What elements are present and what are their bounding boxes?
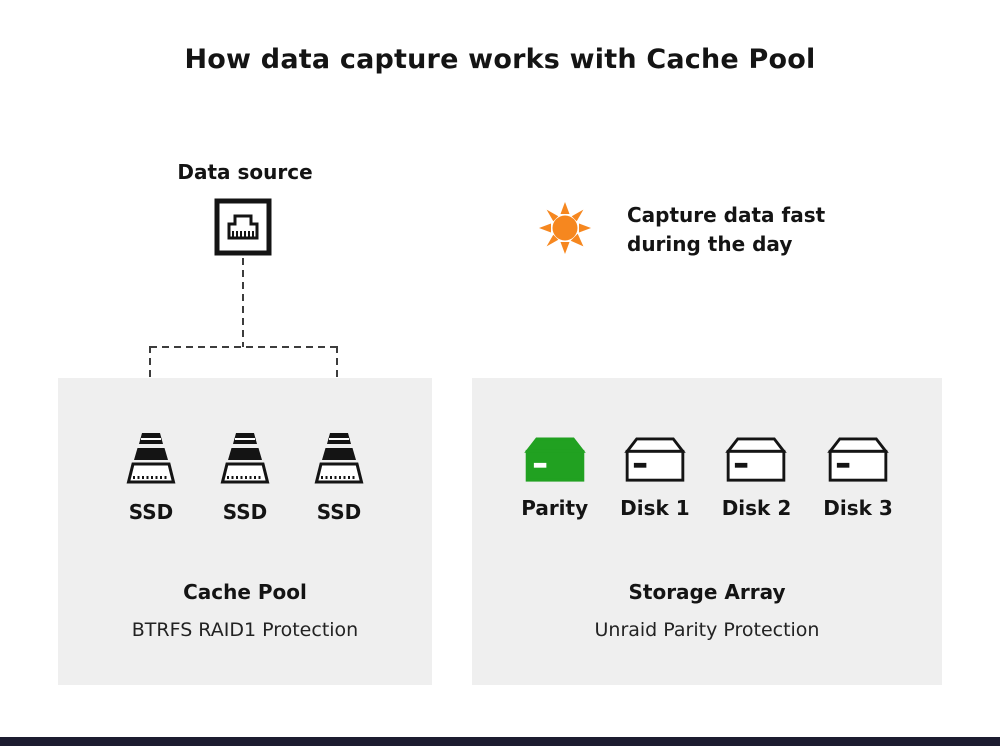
drive-label: SSD (222, 500, 268, 524)
ssd-row: SSD SSD (58, 430, 432, 524)
cache-pool-title: Cache Pool (183, 580, 307, 604)
ssd-drive-1: SSD (122, 430, 180, 524)
drive-label: Disk 1 (620, 496, 690, 520)
cache-pool-subtitle: BTRFS RAID1 Protection (131, 619, 359, 641)
disk-drive-icon (827, 436, 889, 484)
ssd-icon (122, 430, 180, 488)
page-title: How data capture works with Cache Pool (184, 44, 816, 75)
disk-drive-1: Disk 1 (620, 436, 690, 520)
disk-drive-3: Disk 3 (823, 436, 893, 520)
drive-label: SSD (316, 500, 362, 524)
ssd-icon (216, 430, 274, 488)
storage-array-title: Storage Array (628, 580, 786, 604)
drive-label: Parity (521, 496, 589, 520)
cache-pool-panel: SSD SSD (58, 378, 432, 685)
sun-icon (537, 200, 593, 256)
footer-bar (0, 737, 1000, 746)
ssd-drive-3: SSD (310, 430, 368, 524)
data-source-label: Data source (177, 160, 313, 184)
storage-array-panel: Parity Disk 1 (472, 378, 942, 685)
disk-drive-icon (725, 436, 788, 484)
ssd-drive-2: SSD (216, 430, 274, 524)
storage-array-subtitle: Unraid Parity Protection (594, 619, 820, 641)
drive-label: Disk 2 (721, 496, 792, 520)
capture-note-line2: during the day (627, 232, 793, 256)
ssd-icon (310, 430, 368, 488)
disk-drive-icon (624, 436, 686, 484)
array-drive-row: Parity Disk 1 (472, 436, 942, 520)
parity-drive-icon (523, 436, 586, 484)
capture-note: Capture data fast during the day (627, 201, 825, 259)
ethernet-port-icon (213, 197, 273, 257)
capture-note-line1: Capture data fast (627, 203, 826, 227)
drive-label: SSD (128, 500, 174, 524)
disk-drive-2: Disk 2 (721, 436, 792, 520)
parity-drive: Parity (521, 436, 588, 520)
drive-label: Disk 3 (823, 496, 893, 520)
